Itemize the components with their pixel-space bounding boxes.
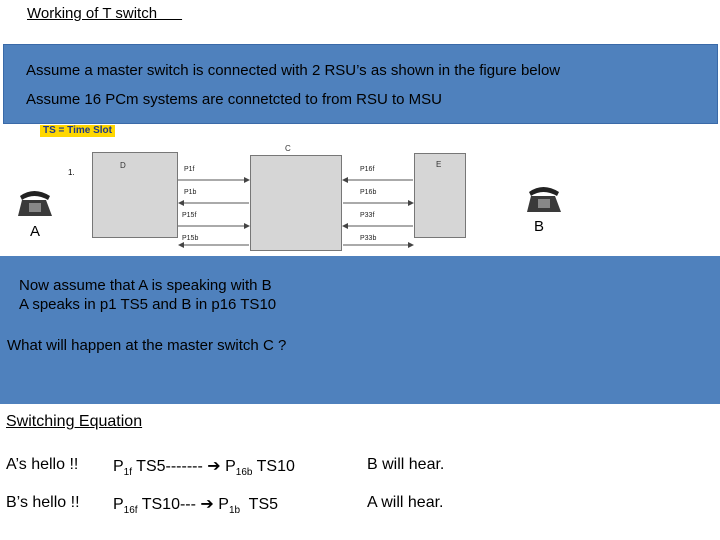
arrow-icon: ➔	[200, 496, 214, 513]
scenario-line-2: A speaks in p1 TS5 and B in p16 TS10	[19, 296, 277, 313]
intro-panel: Assume a master switch is connected with…	[3, 44, 718, 124]
rsu-e-box	[414, 153, 466, 238]
question-text: What will happen at the master switch C …	[7, 337, 287, 354]
subscriber-b-label: B	[534, 218, 545, 235]
equation-a-who: A’s hello !!	[6, 456, 79, 473]
master-switch-c-box	[250, 155, 342, 251]
link-label-p16f: P16f	[360, 166, 375, 173]
subscriber-a-label: A	[30, 223, 41, 240]
link-label-p33b: P33b	[360, 235, 377, 242]
rsu-e-label: E	[436, 160, 442, 169]
link-label-p1b: P1b	[184, 189, 197, 196]
link-label-p15b: P15b	[182, 235, 199, 242]
intro-line-1: Assume a master switch is connected with…	[26, 62, 561, 79]
rsu-d-box	[92, 152, 178, 238]
rsu-d-label: D	[120, 161, 126, 170]
figure-index: 1.	[68, 168, 75, 177]
scenario-panel: Now assume that A is speaking with B A s…	[0, 256, 720, 404]
legend-label: TS = Time Slot	[40, 125, 115, 137]
equation-a-expression: P1f TS5------- ➔ P16b TS10	[113, 458, 295, 478]
switching-equation-heading: Switching Equation	[6, 413, 143, 430]
equation-b-result: A will hear.	[367, 494, 444, 511]
page-title: Working of T switch	[27, 5, 183, 22]
equation-b-expression: P16f TS10--- ➔ P1b TS5	[113, 496, 279, 516]
link-label-p33f: P33f	[360, 212, 375, 219]
equation-a-result: B will hear.	[367, 456, 445, 473]
link-label-p16b: P16b	[360, 189, 377, 196]
arrow-icon: ➔	[207, 458, 221, 475]
intro-line-2: Assume 16 PCm systems are connetcted to …	[26, 91, 442, 108]
equation-b-who: B’s hello !!	[6, 494, 80, 511]
link-label-p1f: P1f	[184, 166, 195, 173]
master-switch-c-label: C	[285, 144, 291, 153]
link-label-p15f: P15f	[182, 212, 197, 219]
scenario-line-1: Now assume that A is speaking with B	[19, 277, 272, 294]
telephone-icon	[527, 187, 561, 212]
telephone-icon	[18, 191, 52, 216]
